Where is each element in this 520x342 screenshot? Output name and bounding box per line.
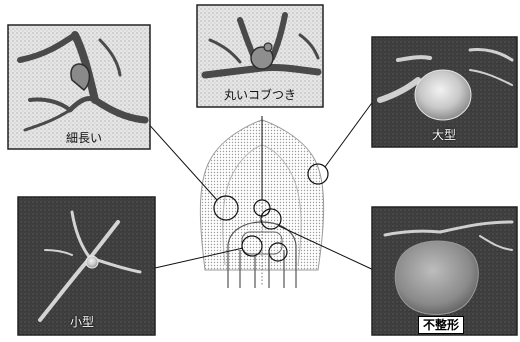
label-top-right: 大型 — [432, 128, 456, 142]
label-bottom-right: 不整形 — [418, 316, 464, 334]
label-bottom-left: 小型 — [70, 315, 94, 329]
aneurysm-small — [86, 256, 98, 268]
connector-top-right — [325, 100, 374, 167]
label-top-left: 細長い — [66, 131, 102, 145]
aneurysm-irregular — [395, 241, 478, 315]
label-top-center: 丸いコブつき — [224, 88, 296, 102]
aneurysm-large — [415, 70, 471, 120]
